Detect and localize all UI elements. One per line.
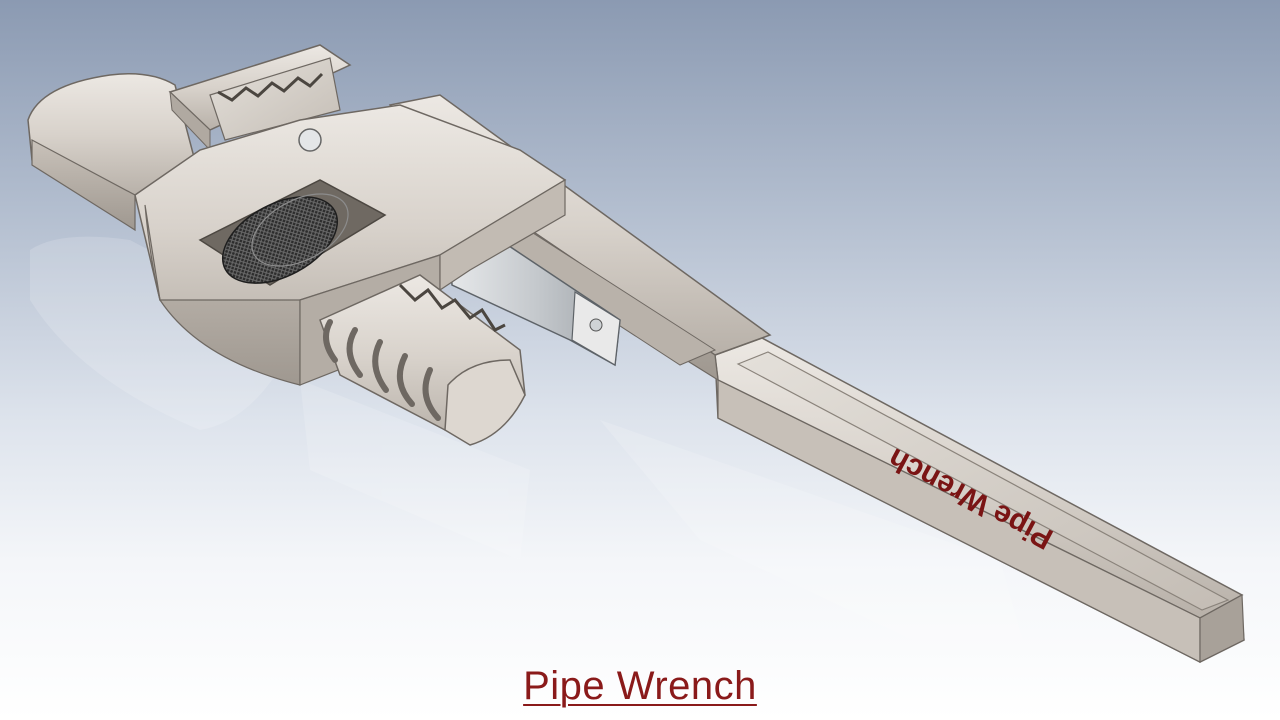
caption-title: Pipe Wrench xyxy=(523,664,757,708)
head-pin xyxy=(298,128,322,152)
wrench-reflection xyxy=(30,236,1040,700)
knurled-nut xyxy=(221,193,349,284)
wrench-handle: Pipe Wrench xyxy=(714,337,1245,663)
spring-leaf xyxy=(449,239,621,367)
hook-jaw xyxy=(27,44,352,232)
spring-rivet xyxy=(589,318,603,332)
movable-jaw xyxy=(319,274,526,446)
